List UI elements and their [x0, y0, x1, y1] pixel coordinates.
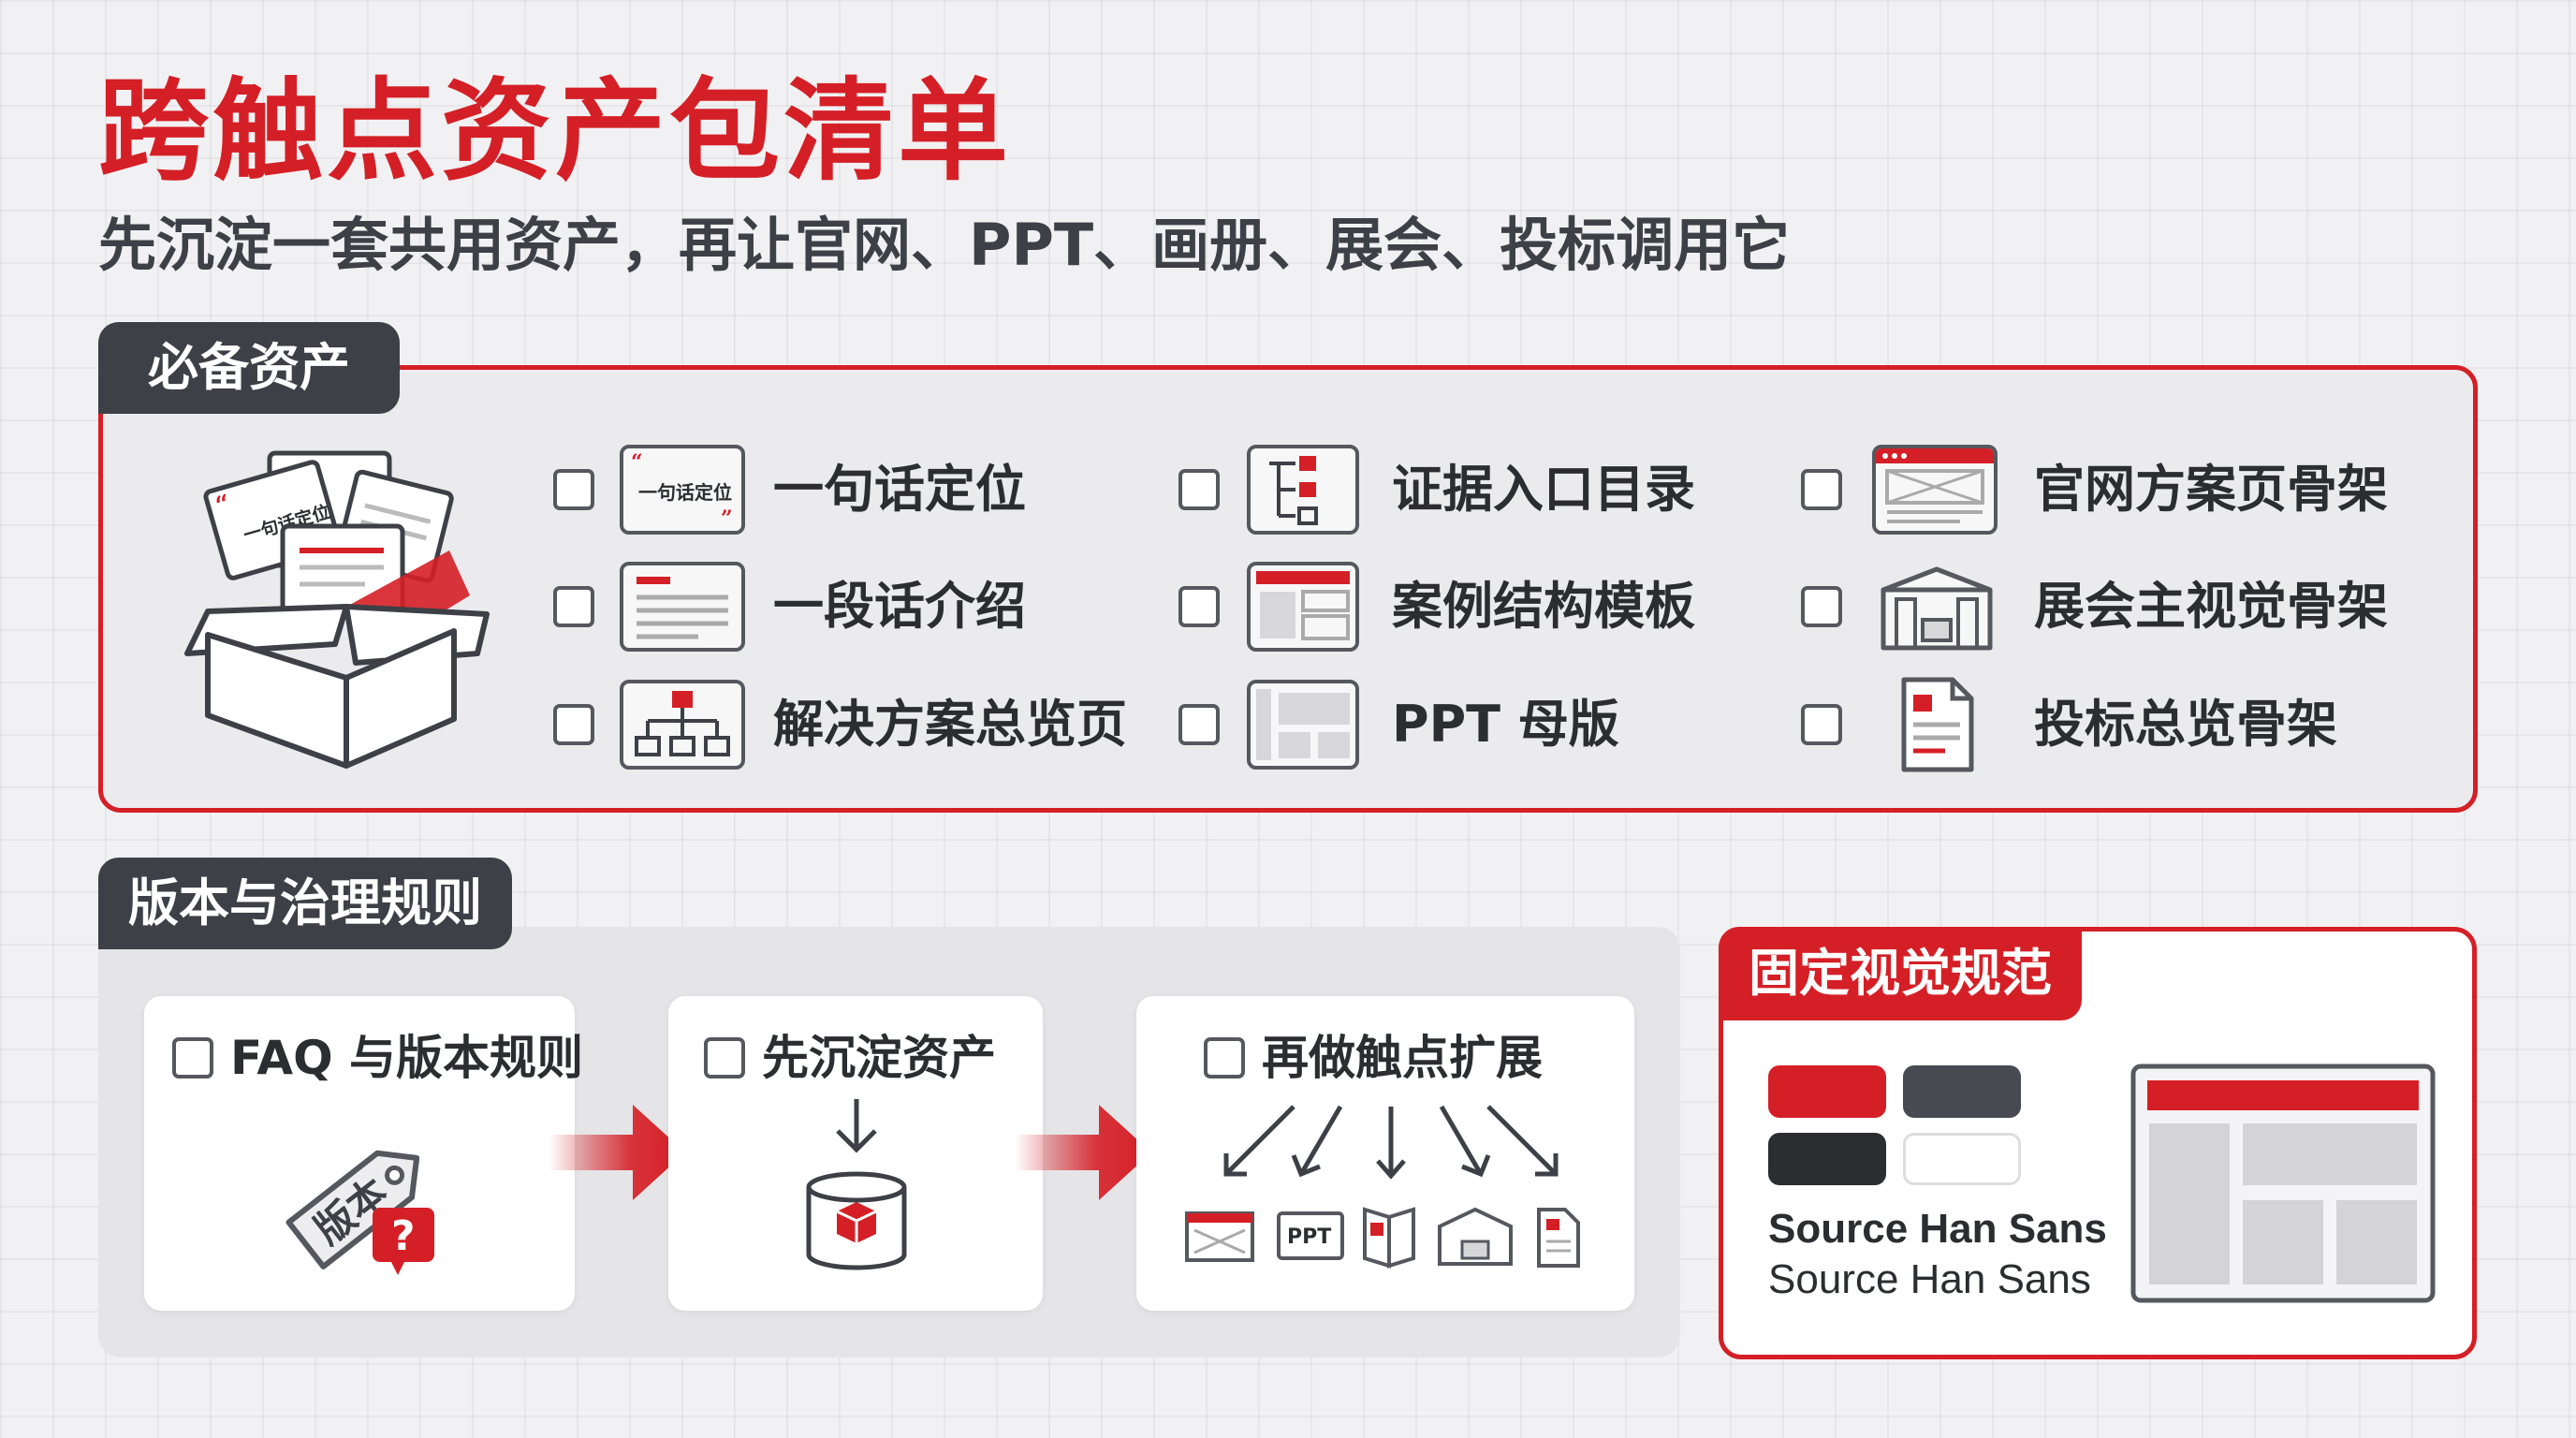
item-label-bid-overview: 投标总览骨架	[2034, 695, 2337, 754]
step-card-faq-version	[144, 996, 575, 1311]
governance-tab: 版本与治理规则	[98, 858, 512, 949]
checkbox-evidence-directory[interactable]	[1178, 469, 1220, 510]
item-label-booth-visual: 展会主视觉骨架	[2034, 577, 2388, 636]
thumb-caption: 一句话定位	[638, 481, 732, 504]
checkbox-settle-assets[interactable]	[704, 1037, 745, 1078]
checkbox-faq-version[interactable]	[172, 1037, 213, 1078]
touchpoint-fanout-icon: PPT	[1185, 1105, 1580, 1269]
step-label-touchpoint-expansion: 再做触点扩展	[1262, 1031, 1543, 1085]
case-template-icon	[1247, 562, 1359, 652]
question-mark-icon: ?	[391, 1212, 416, 1260]
svg-text:“: “	[631, 450, 643, 475]
checkbox-bid-overview[interactable]	[1801, 704, 1842, 745]
font-sample-regular: Source Han Sans	[1768, 1256, 2091, 1302]
font-sample-bold: Source Han Sans	[1768, 1206, 2107, 1252]
asset-box-icon: “ 一句话定位	[184, 450, 490, 769]
page-subtitle: 先沉淀一套共用资产，再让官网、PPT、画册、展会、投标调用它	[98, 211, 1791, 279]
item-label-case-template: 案例结构模板	[1392, 577, 1695, 636]
checkbox-touchpoint-expansion[interactable]	[1204, 1037, 1245, 1078]
item-label-website-skeleton: 官网方案页骨架	[2034, 460, 2388, 519]
checkbox-one-paragraph-intro[interactable]	[553, 586, 594, 627]
item-label-evidence-directory: 证据入口目录	[1392, 460, 1695, 519]
checkbox-case-template[interactable]	[1178, 586, 1220, 627]
checkbox-booth-visual[interactable]	[1801, 586, 1842, 627]
checkbox-one-line-positioning[interactable]	[553, 469, 594, 510]
page-title: 跨触点资产包清单	[98, 66, 1013, 196]
slide-master-icon	[1247, 680, 1359, 770]
ppt-label: PPT	[1287, 1225, 1331, 1249]
booth-icon	[1881, 566, 1993, 651]
checkbox-ppt-master[interactable]	[1178, 704, 1220, 745]
quote-card-icon: “ 一句话定位 ”	[620, 445, 745, 535]
required-assets-tab: 必备资产	[98, 322, 400, 414]
color-swatch-gray	[1903, 1065, 2021, 1118]
color-swatch-red	[1768, 1065, 1886, 1118]
directory-tree-icon	[1247, 445, 1359, 535]
color-swatch-dark	[1768, 1133, 1886, 1185]
bid-document-icon	[1901, 677, 1974, 772]
item-label-solution-overview: 解决方案总览页	[773, 695, 1127, 754]
color-swatch-white	[1903, 1133, 2021, 1185]
item-label-ppt-master: PPT 母版	[1392, 695, 1619, 754]
paragraph-doc-icon	[620, 562, 745, 652]
checkbox-solution-overview[interactable]	[553, 704, 594, 745]
arrow-right-icon	[1015, 1105, 1151, 1200]
visual-spec-tab: 固定视觉规范	[1719, 927, 2082, 1020]
hierarchy-chart-icon	[620, 680, 745, 770]
step-label-faq-version: FAQ 与版本规则	[230, 1031, 584, 1085]
item-label-one-line-positioning: 一句话定位	[773, 460, 1026, 519]
version-tag-icon: 版本 ?	[285, 1150, 434, 1275]
asset-database-icon	[806, 1099, 907, 1270]
layout-wireframe-icon	[2130, 1064, 2436, 1303]
svg-text:”: ”	[721, 506, 733, 531]
arrow-right-icon	[549, 1105, 685, 1200]
step-label-settle-assets: 先沉淀资产	[762, 1031, 996, 1085]
checkbox-website-skeleton[interactable]	[1801, 469, 1842, 510]
webpage-wireframe-icon	[1872, 445, 1998, 535]
item-label-one-paragraph-intro: 一段话介绍	[773, 577, 1026, 636]
